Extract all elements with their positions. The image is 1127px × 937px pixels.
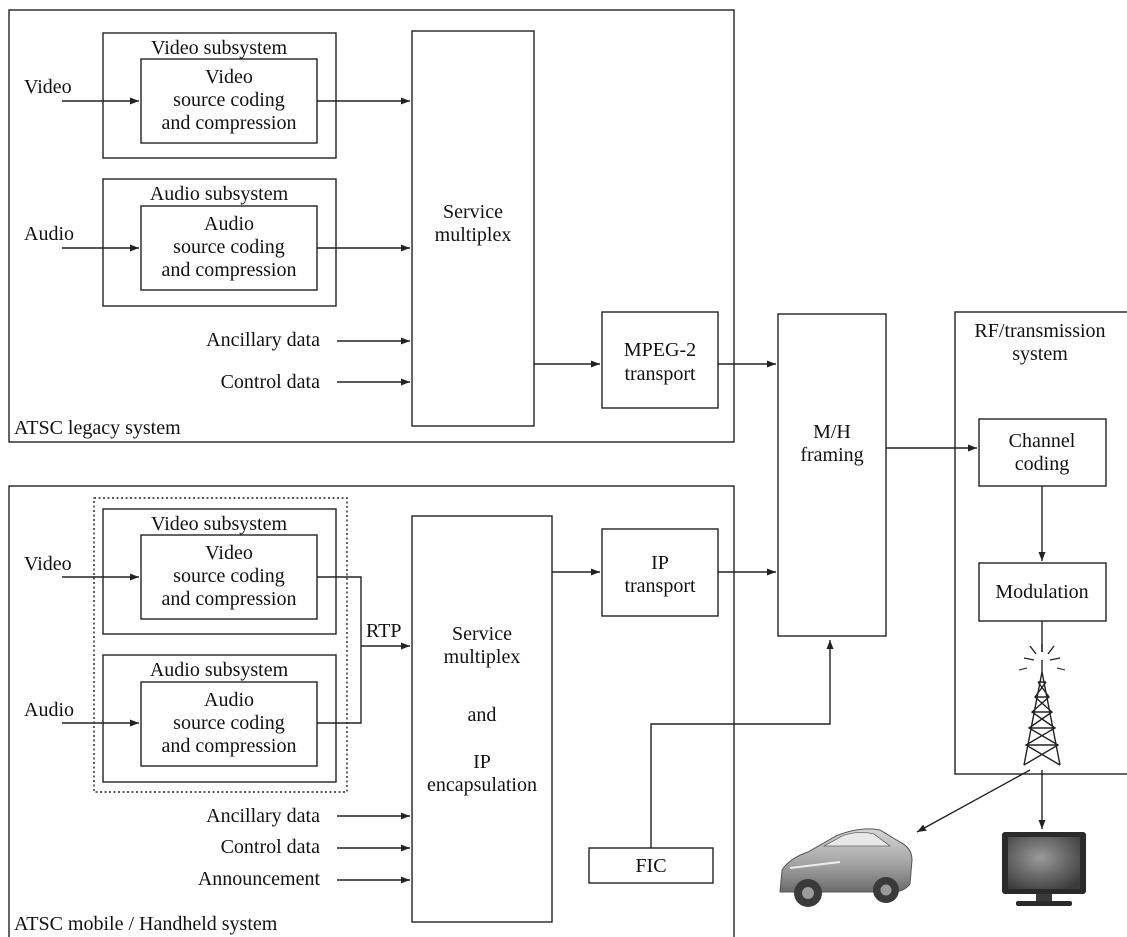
mobile-video-input-label: Video	[24, 553, 72, 575]
fic-box	[588, 847, 714, 884]
mobile-rtp-label: RTP	[366, 620, 401, 642]
legacy-ancillary-label: Ancillary data	[206, 329, 320, 351]
legacy-audio-subsystem-label: Audio subsystem	[150, 183, 289, 205]
antenna-to-car-arrow	[916, 769, 1031, 833]
legacy-video-coding-line3: and compression	[162, 112, 297, 134]
mh-framing-line1: M/H	[813, 421, 851, 443]
fic-label: FIC	[635, 855, 666, 877]
rf-system-title-line2: system	[1012, 343, 1068, 365]
rf-system-title-line1: RF/transmission	[974, 320, 1105, 342]
mobile-video-coding-line2: source coding	[173, 565, 285, 587]
legacy-video-input-label: Video	[24, 76, 72, 98]
legacy-system-frame	[8, 9, 735, 443]
channel-coding-box	[978, 418, 1107, 487]
legacy-video-subsystem-label: Video subsystem	[151, 37, 287, 59]
mobile-service-multiplex-line5: encapsulation	[427, 774, 537, 796]
channel-coding-line2: coding	[1015, 453, 1069, 475]
modulation-label: Modulation	[995, 581, 1088, 603]
mobile-service-multiplex-line3: and	[468, 704, 497, 726]
legacy-audio-coding-box	[140, 205, 318, 291]
mobile-video-coding-line3: and compression	[162, 588, 297, 610]
mh-framing-line2: framing	[800, 444, 863, 466]
antenna-tower-icon	[1018, 644, 1066, 766]
ip-transport-line1: IP	[651, 552, 669, 574]
mobile-service-multiplex-line4: IP	[473, 751, 491, 773]
rf-transmission-system: RF/transmission system Channel coding Mo…	[886, 311, 1127, 833]
legacy-control-label: Control data	[221, 371, 321, 393]
legacy-audio-input-label: Audio	[24, 223, 74, 245]
car-icon	[779, 828, 913, 907]
mh-framing-box	[777, 313, 887, 637]
legacy-video-coding-line2: source coding	[173, 89, 285, 111]
mobile-audio-coding-box	[140, 681, 318, 767]
mpeg2-transport-line1: MPEG-2	[624, 339, 696, 361]
mobile-system: ATSC mobile / Handheld system Video subs…	[8, 485, 735, 937]
legacy-audio-coding-line3: and compression	[162, 259, 297, 281]
modulation-box	[978, 562, 1107, 622]
mpeg2-transport-box	[601, 311, 719, 409]
legacy-system: ATSC legacy system Video subsystem Video…	[8, 9, 735, 443]
fic-to-framing-arrow	[650, 640, 834, 848]
legacy-audio-coding-line2: source coding	[173, 236, 285, 258]
mobile-subsystems-dotted-group	[93, 497, 348, 793]
mobile-control-label: Control data	[221, 836, 321, 858]
ip-transport-line2: transport	[624, 575, 696, 597]
mobile-service-multiplex	[411, 515, 553, 923]
mobile-video-coding-box	[140, 534, 318, 620]
channel-coding-line1: Channel	[1009, 430, 1076, 452]
legacy-video-coding-box	[140, 58, 318, 144]
mobile-audio-coding-line2: source coding	[173, 712, 285, 734]
legacy-service-multiplex-line2: multiplex	[435, 224, 512, 246]
mobile-audio-coding-line1: Audio	[204, 689, 254, 711]
mobile-service-multiplex-line2: multiplex	[444, 646, 521, 668]
legacy-system-label: ATSC legacy system	[14, 417, 181, 439]
legacy-service-multiplex	[411, 30, 535, 427]
television-icon	[1002, 832, 1086, 906]
mobile-video-coding-line1: Video	[205, 542, 253, 564]
mobile-video-subsystem-label: Video subsystem	[151, 513, 287, 535]
mobile-rtp-merge-line	[317, 576, 362, 724]
mobile-audio-coding-line3: and compression	[162, 735, 297, 757]
mobile-service-multiplex-line1: Service	[452, 623, 512, 645]
mobile-system-label: ATSC mobile / Handheld system	[14, 913, 278, 935]
mobile-ancillary-label: Ancillary data	[206, 805, 320, 827]
mobile-announcement-label: Announcement	[198, 868, 321, 890]
legacy-video-coding-line1: Video	[205, 66, 253, 88]
legacy-service-multiplex-line1: Service	[443, 201, 503, 223]
legacy-audio-coding-line1: Audio	[204, 213, 254, 235]
mobile-audio-subsystem-label: Audio subsystem	[150, 659, 289, 681]
mpeg2-transport-line2: transport	[624, 363, 696, 385]
mobile-audio-input-label: Audio	[24, 699, 74, 721]
mobile-system-frame	[8, 485, 735, 937]
